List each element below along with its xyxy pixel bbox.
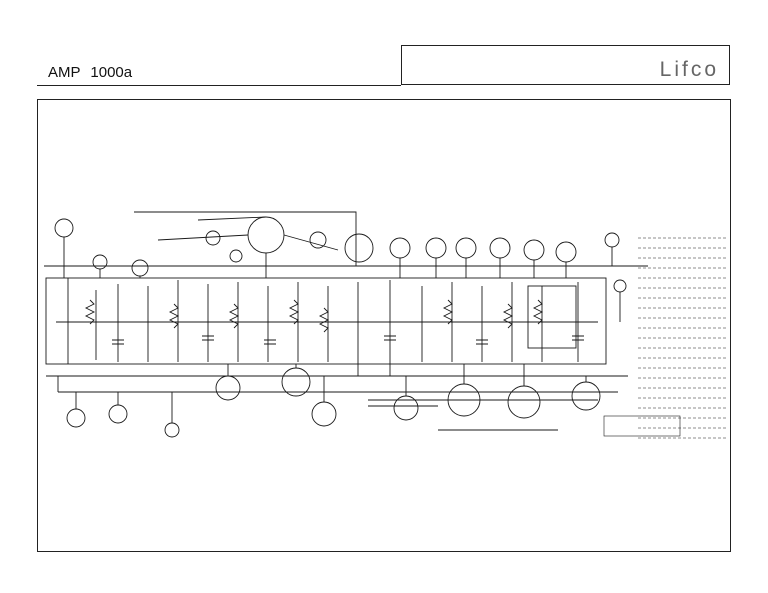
speaker-out [164, 422, 180, 438]
model-title: AMP 1000a [48, 64, 133, 81]
header-title-cell: AMP 1000a [37, 45, 401, 86]
component-columns [67, 278, 579, 376]
schematic-drawing [44, 211, 728, 439]
tube-socket-top [344, 233, 374, 263]
pot-mid [455, 237, 477, 259]
pot-bass [389, 237, 411, 259]
selector-wires [157, 216, 339, 278]
tube-socket-rectifier [215, 375, 241, 401]
pot-small-1 [205, 230, 221, 246]
resistor-1 [84, 299, 96, 325]
phono-jack [131, 259, 149, 277]
output-transformer [527, 285, 577, 349]
capacitors [112, 335, 584, 345]
pot-small-2 [229, 249, 243, 263]
output-jack-2 [613, 279, 627, 293]
input-wire [63, 237, 141, 278]
resistor-5 [318, 307, 330, 333]
schematic-frame [37, 99, 731, 552]
tube-socket-power-3 [507, 385, 541, 419]
output-jack-1 [604, 232, 620, 248]
fuse-holder [66, 408, 86, 428]
selector-switch [247, 216, 285, 254]
tube-socket-12ax7 [571, 381, 601, 411]
resistor-3 [228, 303, 240, 329]
pot-leads [399, 258, 567, 278]
parts-list-lines [638, 237, 728, 439]
schematic-title-box [603, 415, 681, 437]
bus-top [134, 211, 357, 266]
resistor-2 [168, 303, 180, 329]
pot-master [555, 241, 577, 263]
tube-socket-stereo [311, 401, 337, 427]
harness [338, 391, 618, 431]
socket-leads [227, 364, 587, 402]
resistor-4 [288, 299, 300, 325]
input-jack-2 [92, 254, 108, 270]
pot-volume-2 [523, 239, 545, 261]
input-jack [54, 218, 74, 238]
pot-volume [489, 237, 511, 259]
resistor-7 [502, 303, 514, 329]
resistor-6 [442, 299, 454, 325]
power-wiring [57, 376, 173, 423]
pot-treble [425, 237, 447, 259]
resistor-8 [532, 299, 544, 325]
chassis-strip [45, 277, 607, 365]
pot-small-3 [309, 231, 327, 249]
power-switch [108, 404, 128, 424]
output-wires [611, 247, 621, 322]
brand-name: Lifco [659, 58, 719, 81]
brand-box: Lifco [401, 45, 730, 85]
